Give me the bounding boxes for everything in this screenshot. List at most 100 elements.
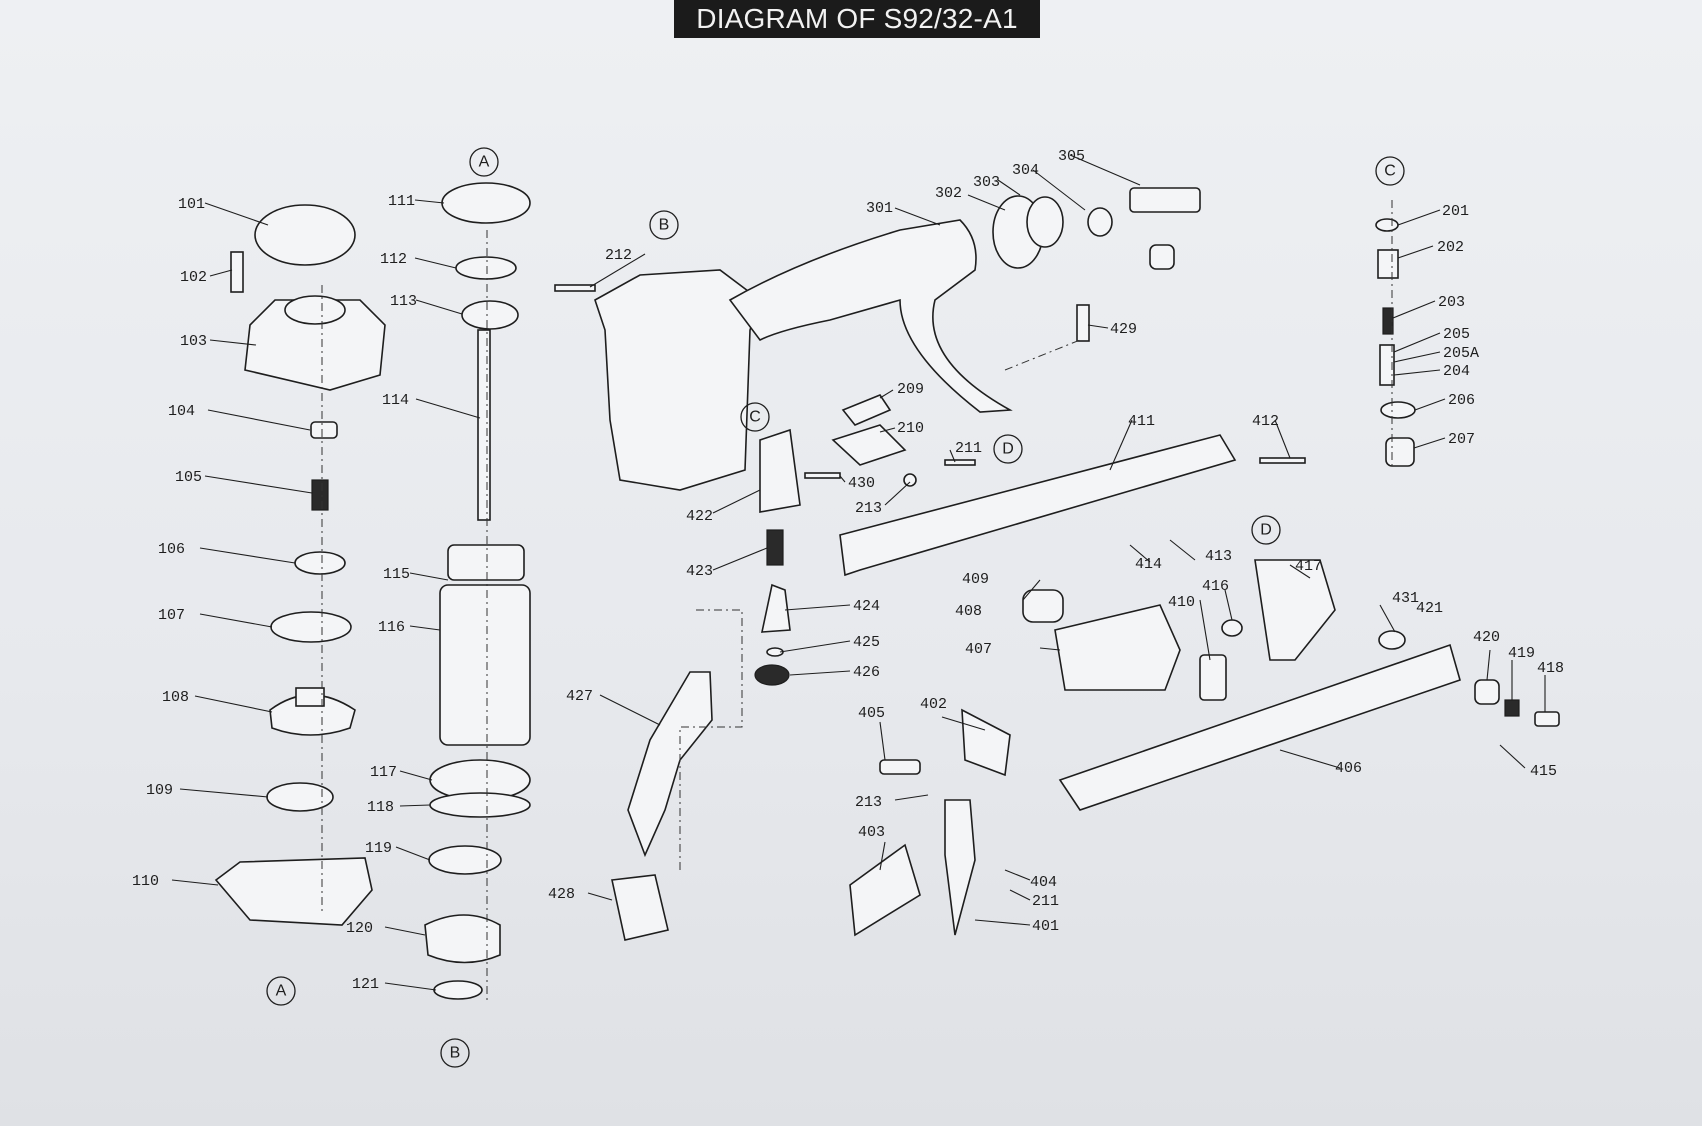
part-118-ring (429, 792, 531, 818)
part-108-stem (295, 687, 325, 707)
callout-119: 119 (365, 840, 392, 857)
part-213-washer (903, 473, 917, 487)
part-204-pin (1379, 344, 1395, 386)
callout-406: 406 (1335, 760, 1362, 777)
part-410-latch (1199, 654, 1227, 701)
part-106-seal (294, 551, 346, 575)
part-113-piston (461, 300, 519, 330)
ref-c-right: C (1384, 163, 1396, 180)
callout-120: 120 (346, 920, 373, 937)
callout-206: 206 (1448, 392, 1475, 409)
magazine-assembly-parts (839, 434, 1560, 937)
part-212-pin (554, 284, 596, 292)
callout-429: 429 (1110, 321, 1137, 338)
ref-a-bottom: A (276, 983, 287, 1000)
cap-assembly-parts (214, 204, 386, 926)
callout-401: 401 (1032, 918, 1059, 935)
callout-211: 211 (955, 440, 982, 457)
ref-a-top: A (479, 154, 490, 171)
part-120-sleeve (424, 914, 501, 964)
part-403-latch (849, 843, 921, 937)
part-305-cap (1149, 244, 1175, 270)
callout-305: 305 (1058, 148, 1085, 165)
trigger-assembly-parts (554, 284, 976, 941)
callout-204: 204 (1443, 363, 1470, 380)
part-203-spring (1382, 307, 1394, 335)
body-assembly-parts (594, 187, 1201, 491)
part-209-spring (841, 394, 892, 426)
callout-417: 417 (1295, 558, 1322, 575)
callout-102: 102 (180, 269, 207, 286)
callout-117: 117 (370, 764, 397, 781)
part-116-cylinder (439, 584, 531, 746)
ref-circle-a-bottom (266, 976, 296, 1006)
callout-111: 111 (388, 193, 415, 210)
callout-213: 213 (855, 794, 882, 811)
callout-110: 110 (132, 873, 159, 890)
callout-115: 115 (383, 566, 410, 583)
callout-labels: 101 102 103 104 105 106 107 108 109 110 … (132, 148, 1564, 993)
callout-419: 419 (1508, 645, 1535, 662)
part-105-spring (311, 479, 329, 511)
part-112-oring (455, 256, 517, 280)
callout-410: 410 (1168, 594, 1195, 611)
part-423-spring (766, 529, 784, 566)
part-304-washer (1087, 207, 1113, 237)
callout-408: 408 (955, 603, 982, 620)
part-119-oring (428, 845, 502, 875)
part-408-bushing (1022, 589, 1064, 623)
callout-415: 415 (1530, 763, 1557, 780)
callout-426: 426 (853, 664, 880, 681)
part-301-body-housing (594, 269, 761, 491)
part-102-bolt (230, 251, 244, 293)
cylinder-assembly-parts (424, 182, 531, 1000)
part-419-spring (1504, 699, 1520, 717)
part-430-pin (804, 472, 841, 479)
part-412-pin (1259, 457, 1306, 464)
callout-431: 431 (1392, 590, 1419, 607)
callout-103: 103 (180, 333, 207, 350)
callout-302: 302 (935, 185, 962, 202)
callout-108: 108 (162, 689, 189, 706)
callout-427: 427 (566, 688, 593, 705)
part-115-cylinder-top (447, 544, 525, 581)
ref-circle-d-handle (993, 434, 1023, 464)
callout-402: 402 (920, 696, 947, 713)
part-202-bushing (1377, 249, 1399, 279)
part-401-driver-guide (944, 799, 976, 936)
valve-assembly-parts (1375, 218, 1416, 467)
part-416-nut (1221, 619, 1243, 637)
part-206-oring (1380, 401, 1416, 419)
part-111-ring (441, 182, 531, 224)
ref-circle-b-bottom (440, 1038, 470, 1068)
callout-304: 304 (1012, 162, 1039, 179)
callout-212: 212 (605, 247, 632, 264)
part-420-cap (1474, 679, 1500, 705)
ref-circle-c-center (740, 402, 770, 432)
part-429-screw (1076, 304, 1090, 342)
part-210-lever (831, 424, 907, 466)
part-211-pin (944, 459, 976, 466)
callout-418: 418 (1537, 660, 1564, 677)
callout-113: 113 (390, 293, 417, 310)
part-427-trigger (627, 671, 713, 858)
ref-circle-a-top (469, 147, 499, 177)
callout-202: 202 (1437, 239, 1464, 256)
part-424-trigger-valve (760, 583, 791, 633)
diagram-title: DIAGRAM OF S92/32-A1 (674, 0, 1040, 38)
callout-118: 118 (367, 799, 394, 816)
callout-101: 101 (178, 196, 205, 213)
part-406-magazine (1058, 643, 1461, 811)
callout-205: 205 (1443, 326, 1470, 343)
callout-107: 107 (158, 607, 185, 624)
callout-209: 209 (897, 381, 924, 398)
callout-210: 210 (897, 420, 924, 437)
callout-409: 409 (962, 571, 989, 588)
part-405-bolt (879, 759, 921, 775)
part-103-dome (284, 295, 346, 325)
part-411-magazine-rail (839, 434, 1237, 577)
centerlines (321, 200, 1393, 1000)
callout-414: 414 (1135, 556, 1162, 573)
callout-104: 104 (168, 403, 195, 420)
